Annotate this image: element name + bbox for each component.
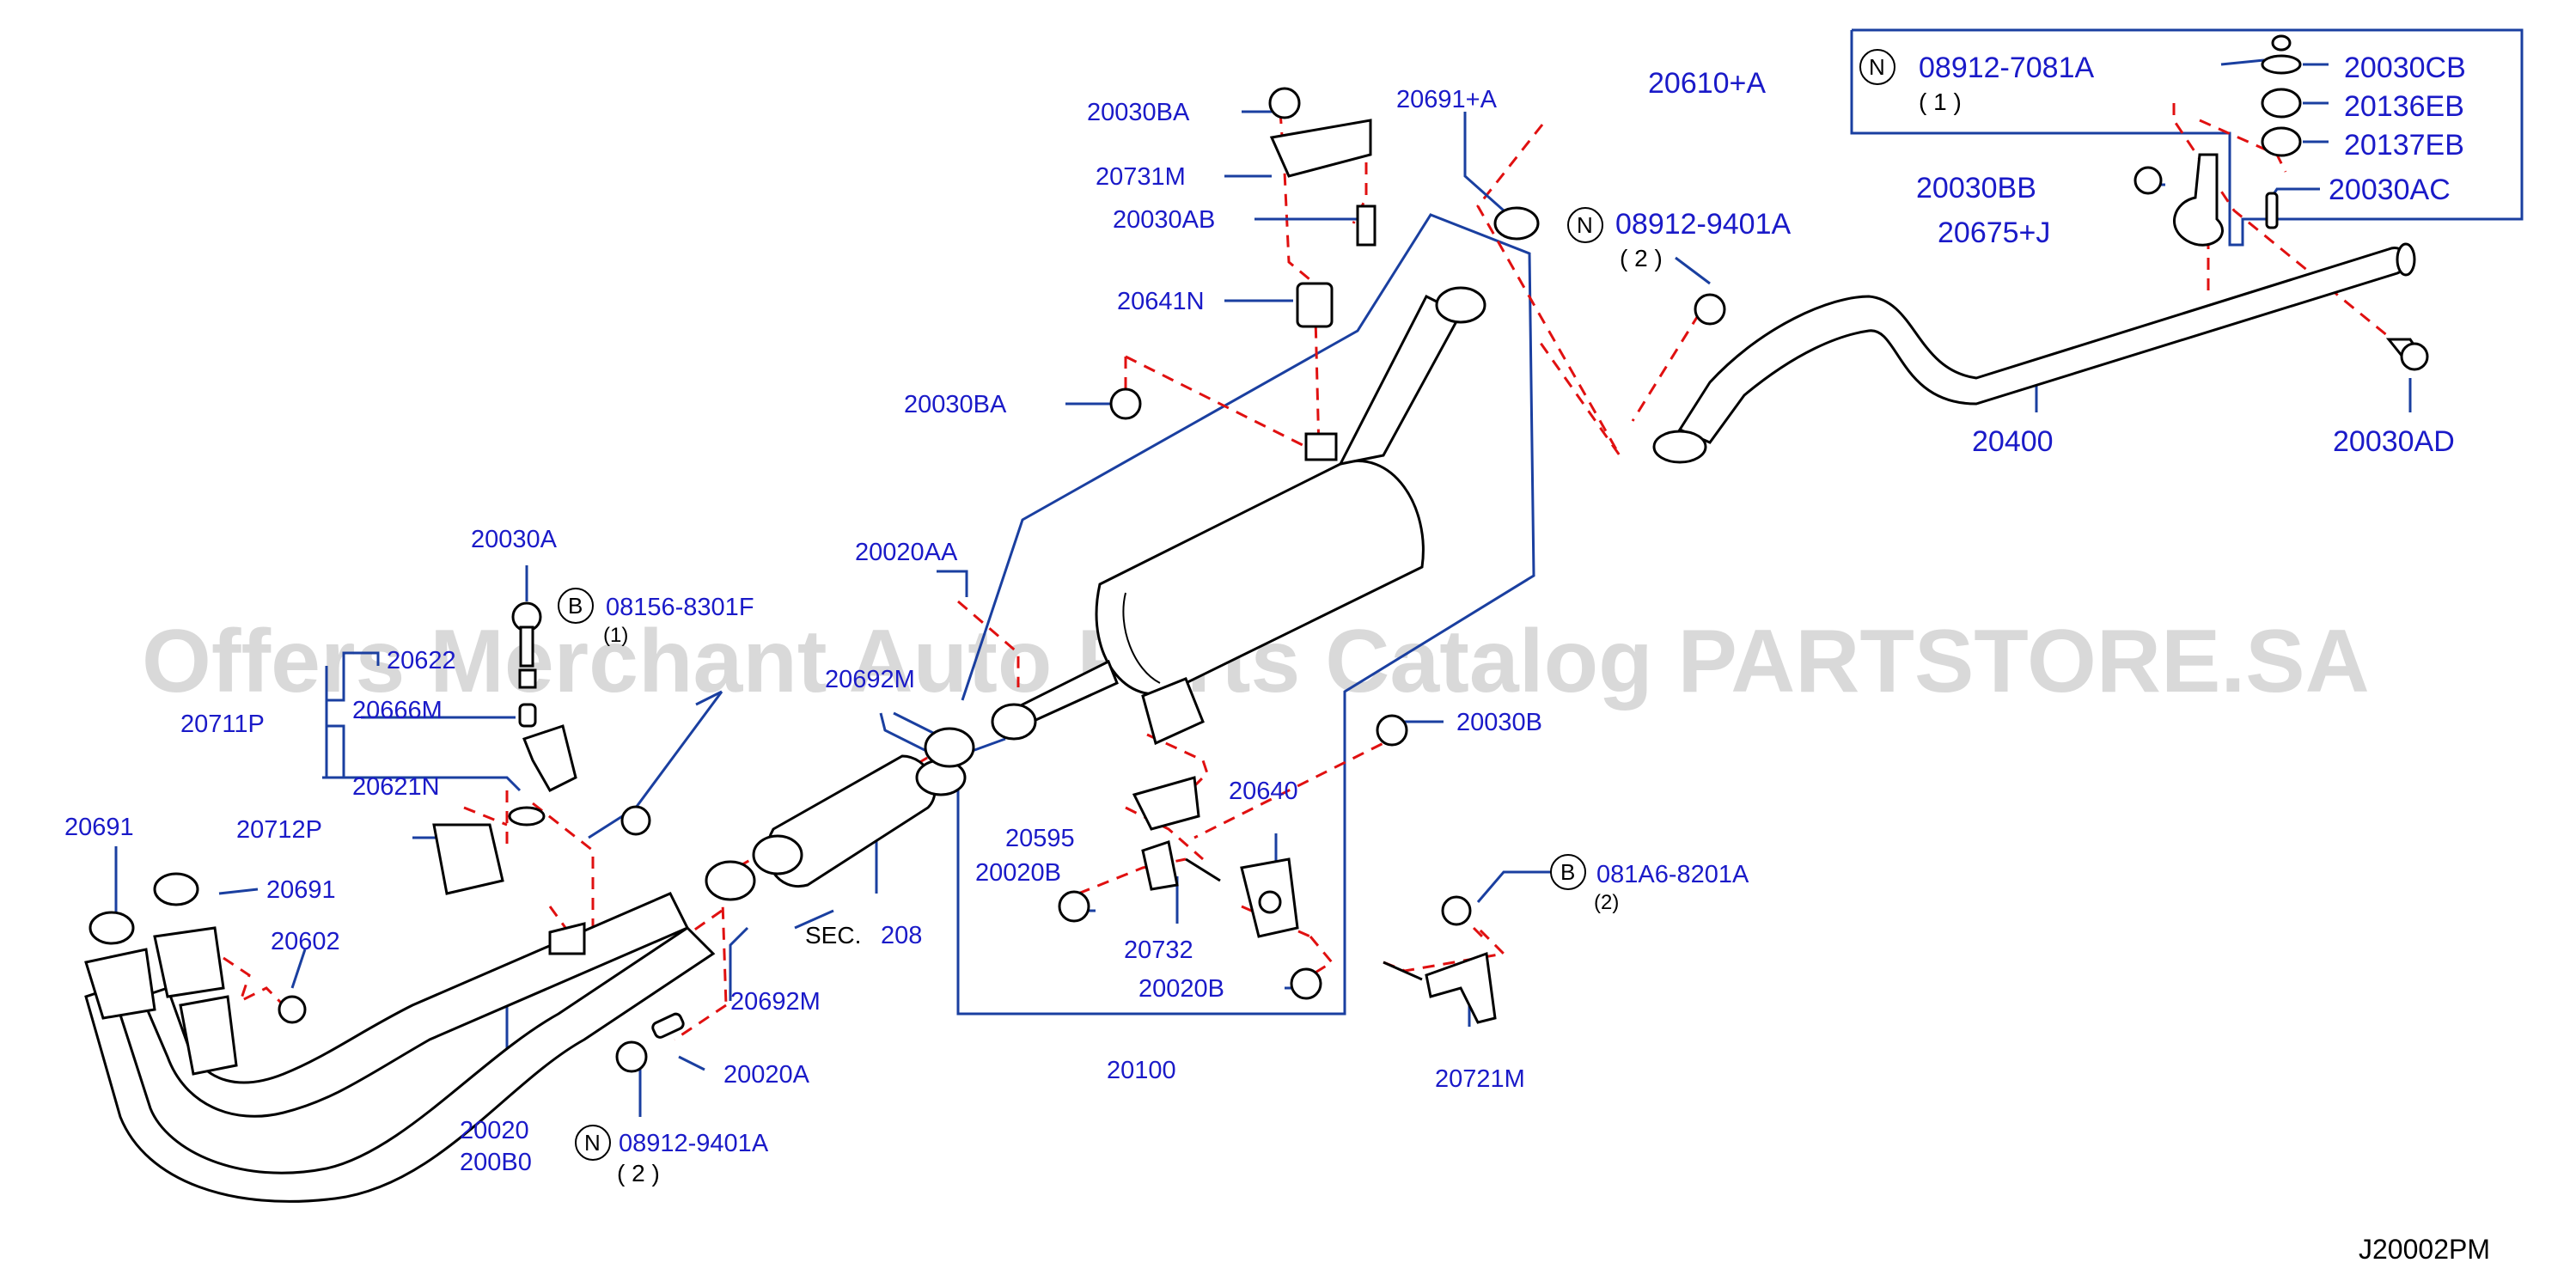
label-08156-8301F: 08156-8301F [606, 594, 754, 621]
label-20641N: 20641N [1117, 288, 1205, 315]
label-08912-7081A: 08912-7081A [1919, 52, 2095, 84]
label-20610A: 20610+A [1648, 67, 1766, 100]
tail-pipe-flange [1652, 430, 1707, 464]
label-20137EB: 20137EB [2344, 129, 2464, 162]
muffler-20100 [1095, 460, 1425, 696]
label-20675J: 20675+J [1938, 217, 2050, 249]
label-20030A: 20030A [471, 526, 558, 553]
label-20030BA-top: 20030BA [1087, 99, 1190, 126]
callout-N: N [1869, 54, 1885, 80]
label-20640: 20640 [1229, 778, 1298, 805]
label-20711P: 20711P [180, 711, 265, 738]
label-qty-2-top: ( 2 ) [1620, 245, 1663, 271]
label-20691-a: 20691 [64, 814, 134, 841]
label-20602: 20602 [271, 928, 340, 955]
label-200B0: 200B0 [460, 1149, 532, 1176]
label-20692M-top: 20692M [825, 666, 915, 693]
label-20712P: 20712P [236, 816, 322, 844]
label-20030AB: 20030AB [1113, 206, 1215, 234]
sec-number: 208 [881, 922, 922, 949]
label-20020B-top: 20020B [975, 859, 1061, 887]
label-qty-1-b: (1) [603, 624, 628, 647]
label-20732: 20732 [1124, 936, 1193, 964]
label-08912-9401A-top: 08912-9401A [1615, 208, 1792, 241]
label-20731M: 20731M [1096, 163, 1186, 191]
label-qty-2-b: (2) [1594, 891, 1619, 914]
callout-markers: N N B B N [558, 49, 1895, 1161]
label-20595: 20595 [1005, 825, 1075, 852]
label-20400: 20400 [1972, 425, 2054, 458]
front-pipe-20020 [84, 926, 716, 1203]
label-20030CB: 20030CB [2344, 52, 2466, 84]
svg-text:N: N [1577, 212, 1593, 238]
label-20030BA-mid: 20030BA [904, 391, 1007, 418]
label-20691-b: 20691 [266, 876, 336, 904]
label-081A6-8201A: 081A6-8201A [1596, 861, 1749, 888]
hanger-20675J [2173, 153, 2224, 247]
label-20721M: 20721M [1435, 1065, 1525, 1093]
label-20100: 20100 [1107, 1057, 1176, 1084]
label-20020B-bot: 20020B [1138, 975, 1224, 1003]
label-20030BB: 20030BB [1916, 172, 2036, 204]
part-labels: 20030BA 20731M 20030AB 20641N 20030BA 20… [64, 52, 2466, 1187]
part-drawings [84, 34, 2429, 1203]
label-20692M-bot: 20692M [730, 988, 821, 1016]
group-box-20610A [1850, 28, 2524, 247]
label-20020: 20020 [460, 1117, 529, 1144]
label-qty-1: ( 1 ) [1919, 88, 1962, 115]
label-20020A: 20020A [723, 1061, 810, 1089]
label-20136EB: 20136EB [2344, 90, 2464, 123]
svg-text:B: B [1560, 859, 1575, 885]
label-qty-2-bot: ( 2 ) [617, 1160, 660, 1187]
label-08912-9401A-bot: 08912-9401A [619, 1130, 769, 1157]
label-20691A: 20691+A [1396, 86, 1498, 113]
diagram-code: J20002PM [2359, 1234, 2490, 1265]
svg-text:B: B [568, 593, 583, 619]
label-20622: 20622 [387, 647, 456, 674]
tail-pipe-20400 [1677, 247, 2408, 444]
label-20030B: 20030B [1456, 709, 1542, 736]
label-20666M: 20666M [352, 697, 443, 724]
group-box-20100 [956, 213, 1535, 1016]
svg-text:N: N [584, 1130, 601, 1156]
label-20621N: 20621N [352, 773, 440, 801]
label-20030AD: 20030AD [2333, 425, 2455, 458]
label-20030AC: 20030AC [2329, 174, 2451, 206]
sec-label: SEC. [805, 922, 861, 949]
label-20020AA: 20020AA [855, 539, 958, 566]
